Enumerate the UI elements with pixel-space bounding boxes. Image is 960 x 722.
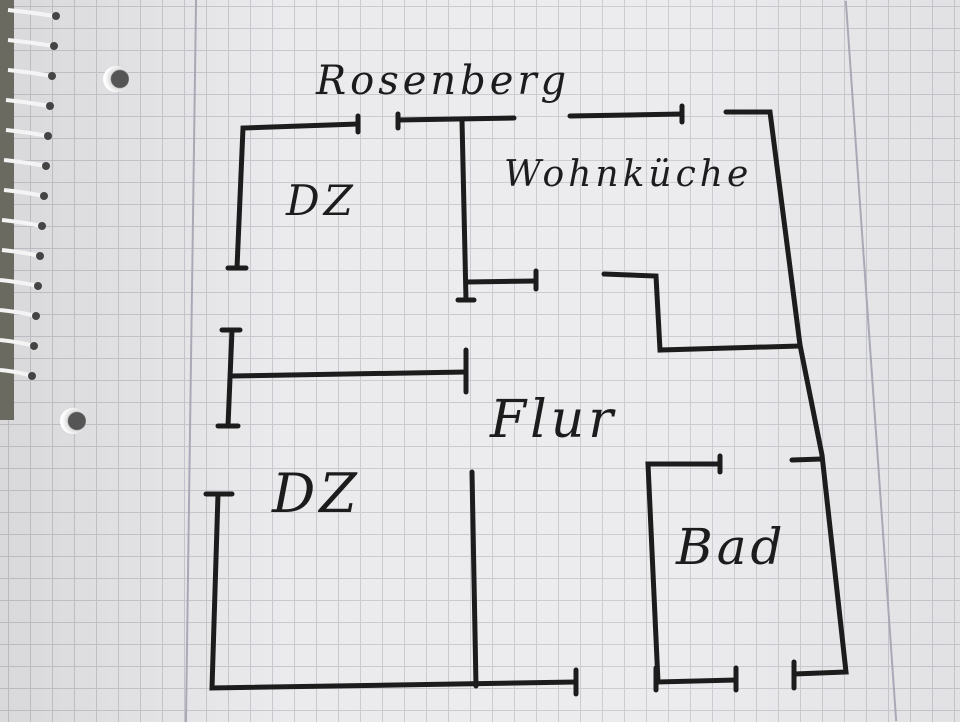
room-label-flur: Flur xyxy=(490,390,618,450)
spiral-binding xyxy=(0,0,60,420)
punch-hole-top xyxy=(103,66,129,92)
room-label-bad: Bad xyxy=(676,518,787,576)
title-rosenberg: Rosenberg xyxy=(316,58,571,104)
wall-dz-top xyxy=(234,121,361,271)
room-label-wohnkueche: Wohnküche xyxy=(504,154,753,195)
room-label-dz-top: DZ xyxy=(286,176,357,225)
room-label-dz-bottom: DZ xyxy=(272,462,361,525)
wall-dz-wohnkueche xyxy=(459,117,469,303)
punch-hole-bottom xyxy=(60,408,86,434)
